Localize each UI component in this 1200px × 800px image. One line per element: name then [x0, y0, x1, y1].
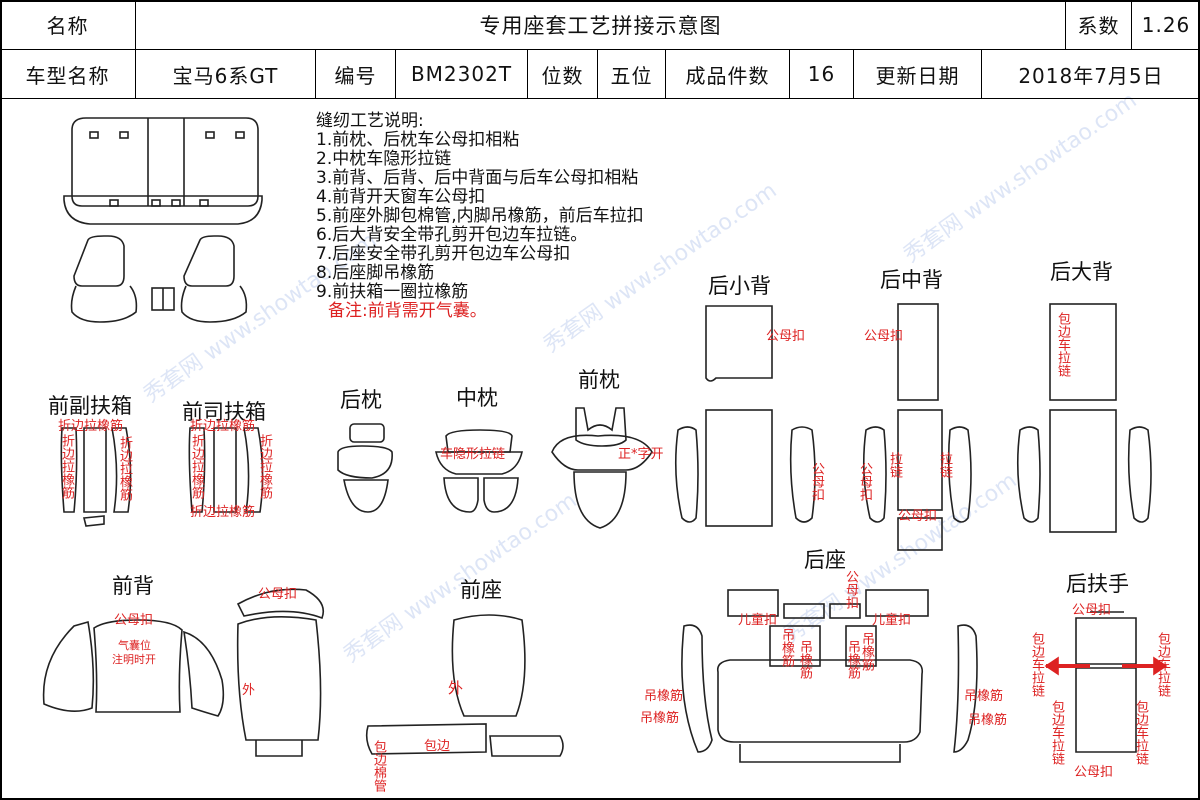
note-fold-elastic: 折边拉橡筋 [58, 419, 124, 434]
note-edge-zipper-v: 包边车拉链 [1155, 632, 1170, 697]
note-item: 6.后大背安全带孔剪开包边车拉链。 [316, 225, 588, 245]
front-passenger-armrest-shape [60, 427, 132, 527]
note-fold-elastic-v: 折边拉橡筋 [117, 436, 132, 501]
note-child-buckle: 儿童扣 [738, 613, 778, 628]
rear-bench-overview [63, 117, 263, 225]
label-rear-big-back: 后大背 [1050, 260, 1113, 284]
front-seat-shape [365, 614, 564, 757]
note-edge-zipper-v: 包边车拉链 [1049, 700, 1064, 765]
label-front-driver-armrest: 前司扶箱 [182, 400, 266, 424]
note-snap: 公母扣 [864, 329, 904, 344]
note-outer: 外 [448, 679, 464, 697]
note-fold-elastic: 折边拉橡筋 [190, 505, 256, 520]
label-rear-small-back: 后小背 [708, 274, 771, 298]
seats-value: 五位 [598, 50, 666, 98]
note-snap: 公母扣 [766, 329, 806, 344]
name-label: 名称 [0, 0, 136, 50]
label-center-headrest: 中枕 [456, 386, 498, 410]
notes-remark: 备注:前背需开气囊。 [328, 301, 487, 321]
rear-small-back-shape [674, 305, 816, 527]
note-zipper-v: 拉链 [887, 452, 902, 478]
label-rear-armrest: 后扶手 [1066, 572, 1129, 596]
note-hang-elastic: 吊橡筋 [964, 689, 1004, 704]
date-value: 2018年7月5日 [1018, 63, 1164, 88]
rear-armrest-arrows [1044, 656, 1168, 676]
note-item: 9.前扶箱一圈拉橡筋 [316, 282, 469, 302]
note-hang-elastic: 吊橡筋 [640, 711, 680, 726]
note-item: 1.前枕、后枕车公母扣相粘 [316, 130, 520, 150]
note-edge-zipper-v: 包边车拉链 [1055, 312, 1070, 377]
label-rear-center-back: 后中背 [880, 268, 943, 292]
coef-value: 1.26 [1132, 0, 1200, 50]
note-airbag-1: 气囊位 [118, 639, 151, 652]
label-front-seat: 前座 [460, 578, 502, 602]
note-edge-zipper-v: 包边车拉链 [1133, 700, 1148, 765]
note-snap-v: 公母扣 [857, 462, 872, 501]
page-title: 专用座套工艺拼接示意图 [136, 0, 1066, 50]
note-snap: 公母扣 [1072, 603, 1112, 618]
note-hang-elastic: 吊橡筋 [968, 713, 1008, 728]
header-table: 名称 专用座套工艺拼接示意图 系数 1.26 车型名称 宝马6系GT 编号 BM… [0, 0, 1200, 99]
note-hang-elastic-v: 吊橡筋 [845, 640, 860, 679]
date-label: 更新日期 [854, 50, 982, 98]
note-item: 4.前背开天窗车公母扣 [316, 187, 486, 207]
note-hang-elastic-v: 吊橡筋 [797, 640, 812, 679]
note-outer: 外 [242, 683, 256, 698]
note-airbag-2: 注明时开 [112, 653, 156, 666]
front-headrest-shape [551, 407, 653, 529]
seats-label: 位数 [528, 50, 598, 98]
note-snap: 公母扣 [898, 509, 938, 524]
note-snap-v: 公母扣 [843, 570, 858, 609]
note-hang-elastic: 吊橡筋 [644, 689, 684, 704]
note-item: 2.中枕车隐形拉链 [316, 149, 452, 169]
label-front-headrest: 前枕 [578, 368, 620, 392]
note-hidden-zipper: 车隐形拉链 [440, 447, 506, 462]
note-child-buckle: 儿童扣 [872, 613, 912, 628]
rear-headrest-shape [337, 423, 393, 513]
coef-label: 系数 [1066, 0, 1132, 50]
code-value: BM2302T [396, 50, 528, 98]
note-snap: 公母扣 [258, 587, 298, 602]
note-hang-elastic-v: 吊橡筋 [779, 628, 794, 667]
note-item: 3.前背、后背、后中背面与后车公母扣相粘 [316, 168, 639, 188]
notes-heading: 缝纫工艺说明: [316, 111, 424, 131]
note-item: 7.后座安全带孔剪开包边车公母扣 [316, 244, 571, 264]
pieces-label: 成品件数 [666, 50, 790, 98]
rear-armrest-shape [1075, 611, 1137, 753]
note-hang-elastic-v: 吊橡筋 [859, 632, 874, 671]
note-edge: 包边 [424, 739, 451, 754]
note-snap: 公母扣 [1074, 765, 1114, 780]
label-front-back: 前背 [112, 574, 154, 598]
label-front-passenger-armrest: 前副扶箱 [48, 394, 132, 418]
rear-seat-shape [681, 589, 978, 763]
front-driver-armrest-shape [188, 427, 264, 513]
model-value: 宝马6系GT [136, 50, 316, 98]
note-item: 5.前座外脚包棉管,内脚吊橡筋，前后车拉扣 [316, 206, 644, 226]
front-seats-overview [70, 235, 248, 323]
note-snap: 公母扣 [114, 613, 154, 628]
note-item: 8.后座脚吊橡筋 [316, 263, 435, 283]
note-zipper-v: 拉链 [937, 452, 952, 478]
note-fold-elastic: 折边拉橡筋 [190, 419, 256, 434]
label-rear-seat: 后座 [804, 548, 846, 572]
front-back-outer-shape [236, 588, 325, 757]
front-back-shape [42, 619, 225, 717]
note-fold-elastic-v: 折边拉橡筋 [59, 434, 74, 499]
note-snap-v: 公母扣 [809, 462, 824, 501]
pieces-value: 16 [790, 50, 854, 98]
model-label: 车型名称 [0, 50, 136, 98]
note-slit-open: 正*字开 [618, 447, 664, 462]
note-fold-elastic-v: 折边拉橡筋 [189, 434, 204, 499]
note-edge-zipper-v: 包边车拉链 [1029, 632, 1044, 697]
sewing-notes: 缝纫工艺说明: 1.前枕、后枕车公母扣相粘 2.中枕车隐形拉链 3.前背、后背、… [316, 112, 644, 321]
center-headrest-shape [435, 429, 523, 513]
note-edge-cotton-v: 包边棉管 [371, 740, 386, 792]
label-rear-headrest: 后枕 [340, 388, 382, 412]
rear-center-back-shape [862, 303, 972, 551]
code-label: 编号 [316, 50, 396, 98]
rear-big-back-shape [1016, 303, 1152, 533]
note-fold-elastic-v: 折边拉橡筋 [257, 434, 272, 499]
